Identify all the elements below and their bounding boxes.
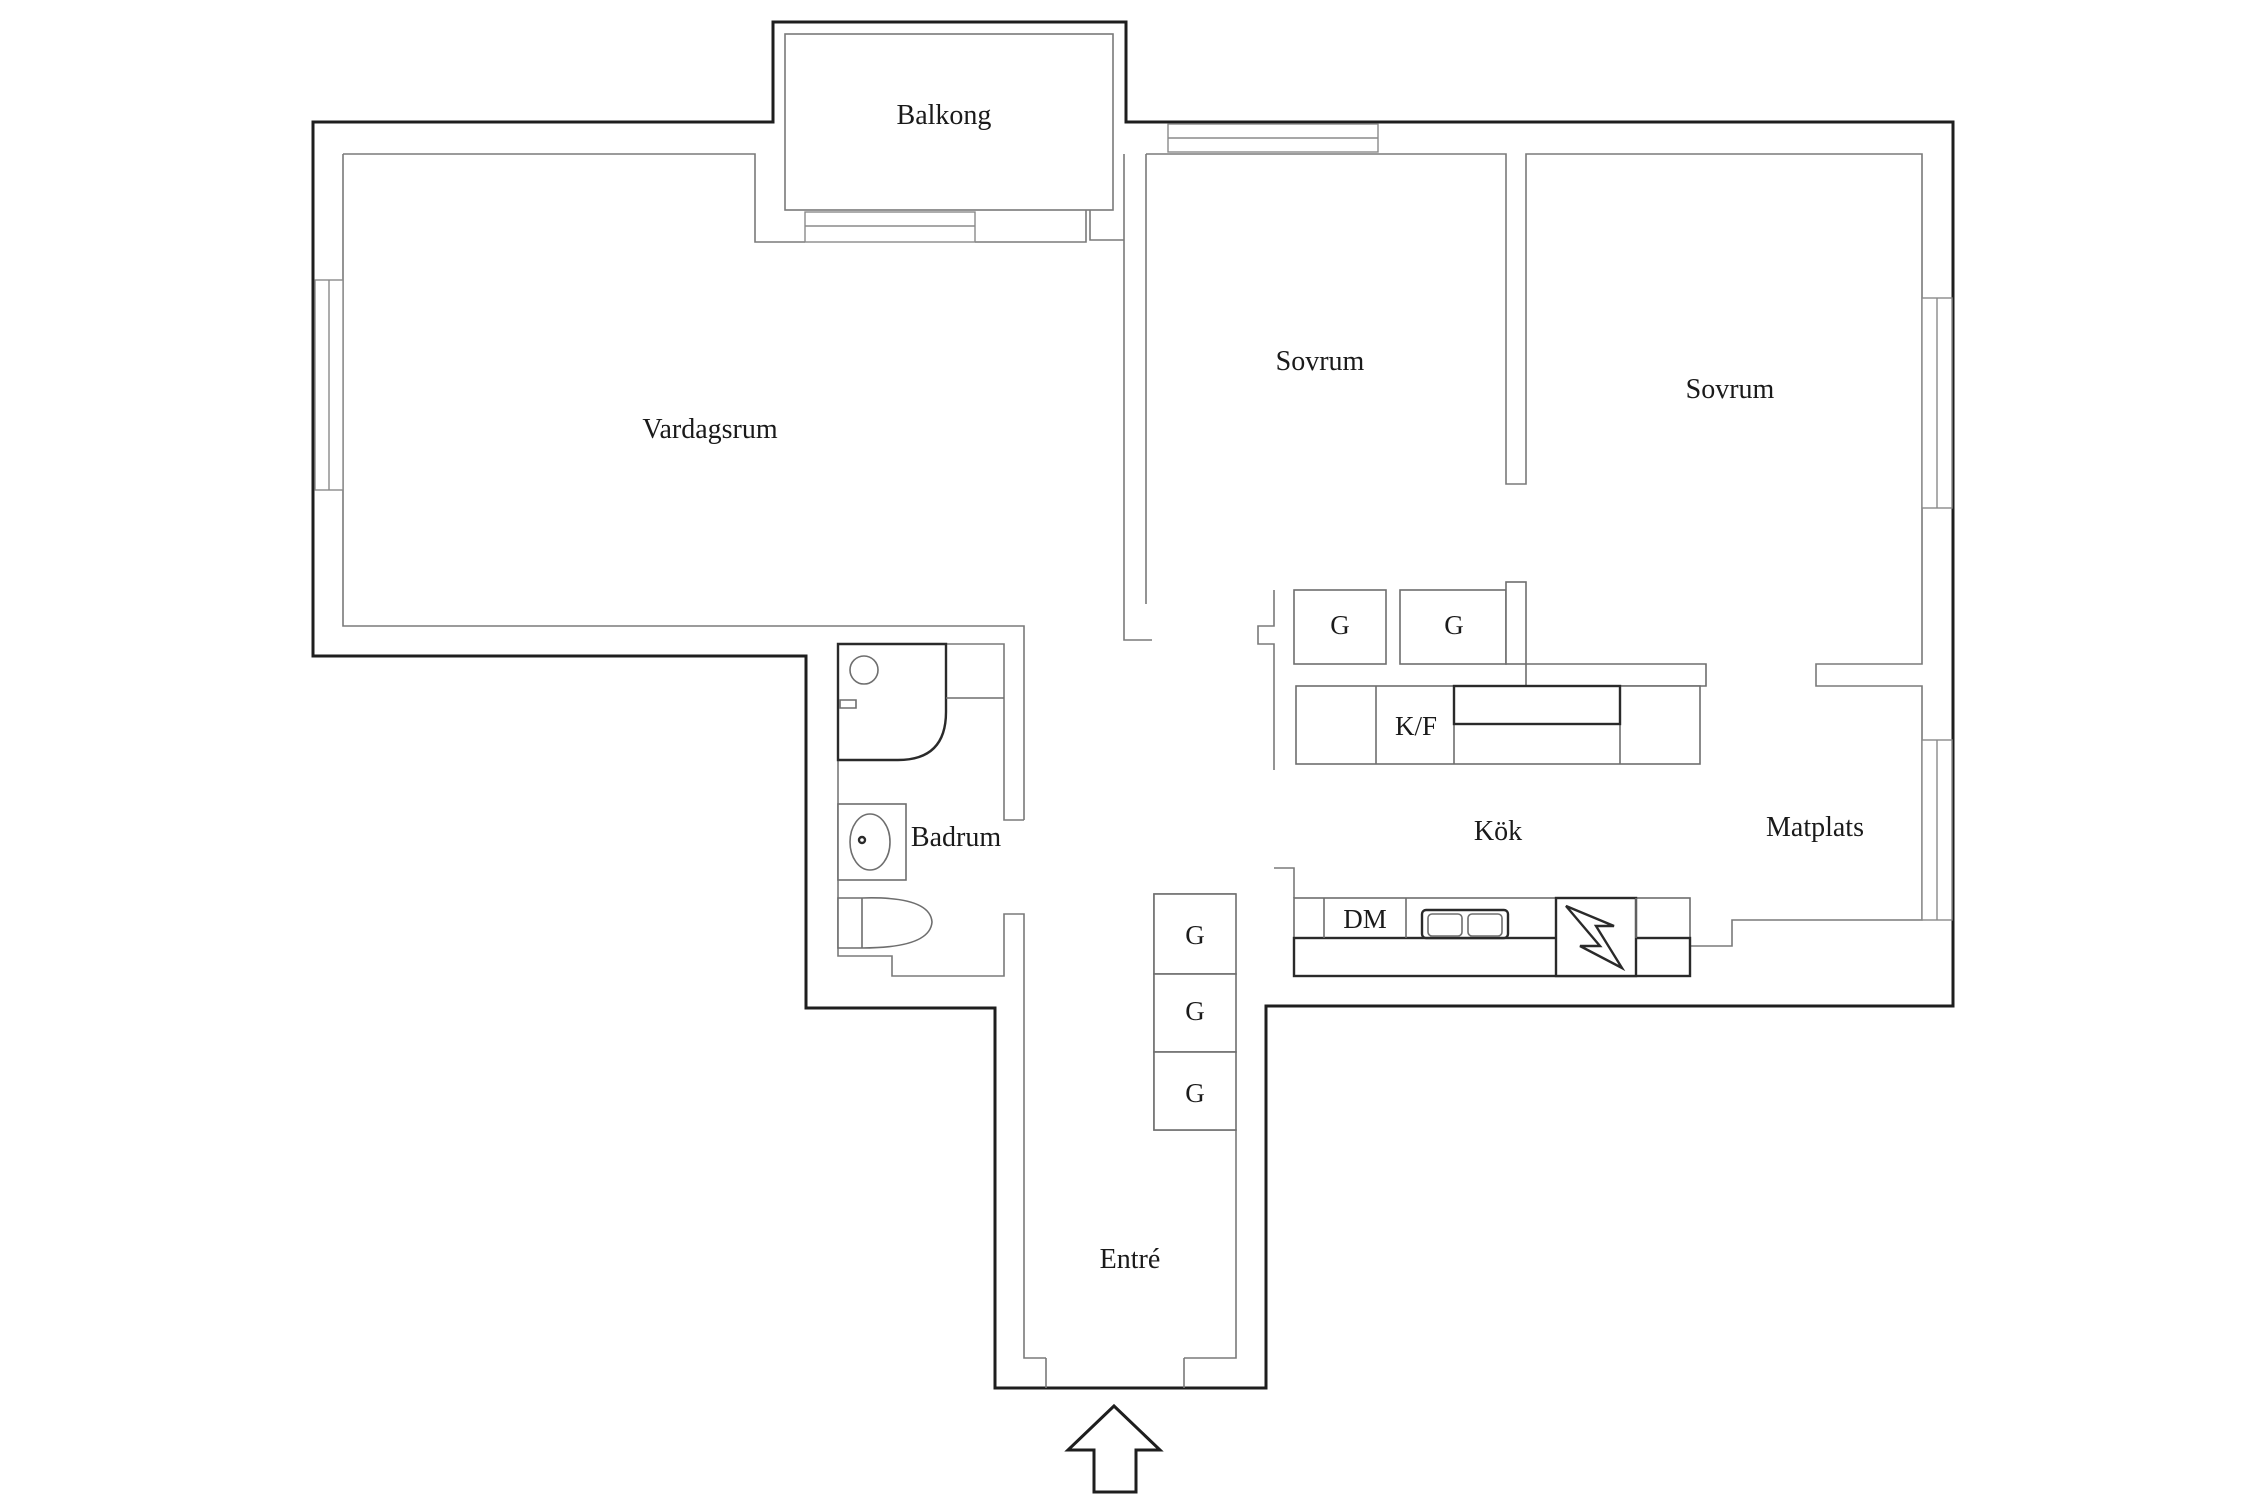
- kitchen-counter-top: [1525, 663, 1707, 687]
- outer-wall: [311, 20, 1955, 1390]
- room-label-balkong: Balkong: [897, 100, 992, 131]
- label-kitchen-wardrobe-2: G: [1444, 610, 1464, 640]
- kitchen-partition: [1257, 590, 1295, 898]
- label-kitchen-wardrobe-1: G: [1330, 610, 1350, 640]
- toilet-icon: [837, 897, 933, 949]
- bathroom-sink-icon: [849, 813, 891, 871]
- kitchen-wardrobe-frame: [1505, 581, 1527, 665]
- bedroom-1-inner-wall: [1145, 153, 1923, 947]
- double-sink-left-bowl: [1427, 913, 1463, 937]
- sink-faucet-icon: [857, 835, 867, 845]
- room-label-entre: Entré: [1100, 1244, 1161, 1275]
- living-room-inner-wall: [342, 153, 1152, 820]
- electric-stove-icon: [1565, 904, 1626, 972]
- balcony-door: [804, 211, 976, 243]
- label-hall-wardrobe-1: G: [1185, 920, 1205, 950]
- hall-wardrobe-1: [1153, 893, 1237, 975]
- up-arrow-icon: [1064, 1403, 1164, 1494]
- room-label-sovrum-1: Sovrum: [1276, 346, 1365, 377]
- room-label-vardagsrum: Vardagsrum: [642, 414, 778, 445]
- room-label-kok: Kök: [1474, 816, 1522, 847]
- room-label-sovrum-2: Sovrum: [1686, 374, 1775, 405]
- label-hall-wardrobe-3: G: [1185, 1078, 1205, 1108]
- room-label-matplats: Matplats: [1766, 812, 1864, 843]
- double-sink-right-bowl: [1467, 913, 1503, 937]
- label-hall-wardrobe-2: G: [1185, 996, 1205, 1026]
- hall-wardrobe-3: [1153, 1051, 1237, 1131]
- shower-drain-icon: [849, 655, 879, 685]
- shower-mixer-icon: [839, 699, 857, 709]
- hall-wardrobe-2: [1153, 973, 1237, 1053]
- kitchen-island-worktop: [1452, 684, 1622, 726]
- room-label-badrum: Badrum: [911, 822, 1001, 853]
- label-fridge-freezer: K/F: [1395, 711, 1437, 741]
- kitchen-wardrobe-1: [1293, 589, 1387, 665]
- label-dishwasher: DM: [1343, 904, 1387, 934]
- balcony-inner-wall: [784, 33, 1114, 211]
